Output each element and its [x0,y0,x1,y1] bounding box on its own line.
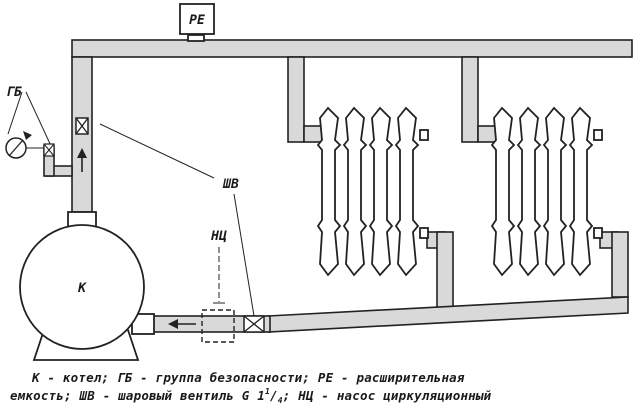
ball-valve-leader-return [233,193,255,317]
boiler-label: К [77,281,87,296]
supply-main-pipe [71,39,633,58]
up-flow-arrow-icon [77,148,87,172]
caption-fraction-denominator: 4 [278,396,283,404]
safety-valve-icon [43,143,55,157]
boiler-body [19,224,145,350]
safety-group-leader-valve [25,91,53,149]
radiator2-supply-drop [461,56,479,143]
flow-arrows [77,148,196,329]
supply-pipework [71,39,633,213]
radiator-1 [316,106,429,277]
pump-dashed-outline [201,309,235,343]
caption-fraction-numerator: 1 [265,387,270,396]
caption-fraction-slash: / [270,388,278,403]
ball-valve-leader-riser [99,123,215,179]
safety-group: ГБ [5,85,73,177]
ball-valve-riser-icon [75,117,89,135]
safety-group-leader-gauge [7,91,23,135]
radiator2-section-1 [490,106,516,277]
return-pipework [151,231,629,333]
caption-line-2-end: ; НЦ - насос циркуляционный [283,388,492,403]
radiator1-bottom-cap [419,227,429,239]
radiator1-top-cap [419,129,429,141]
pump-label: НЦ [210,229,227,244]
radiator1-return-drop [436,231,454,311]
radiator1-section-1 [316,106,342,277]
radiator-2 [490,106,603,277]
caption-line-1: К - котел; ГБ - группа безопасности; РЕ … [31,370,465,385]
radiator1-section-2 [342,106,368,277]
safety-group-label: ГБ [6,85,22,100]
expansion-tank: РЕ [179,3,215,42]
caption: К - котел; ГБ - группа безопасности; РЕ … [10,370,492,405]
ball-valve-label: ШВ [222,177,239,192]
radiator2-section-2 [516,106,542,277]
caption-line-2-start: емкость; ШВ - шаровый вентиль G 1 [10,388,265,403]
circulation-pump: НЦ [201,229,235,343]
boiler: К [19,211,155,361]
expansion-tank-neck [187,34,205,42]
radiator1-supply-drop [287,56,305,143]
expansion-tank-label: РЕ [189,13,205,28]
radiator2-return-drop [611,231,629,298]
radiator2-section-4 [568,106,594,277]
ball-valve-callout: ШВ [99,123,255,317]
radiator1-section-3 [368,106,394,277]
radiator1-section-4 [394,106,420,277]
radiator2-top-cap [593,129,603,141]
ball-valve-return-icon [243,315,265,333]
expansion-tank-body [179,3,215,35]
pressure-gauge-icon [5,137,27,159]
gauge-arrow-icon [23,131,32,140]
radiator2-section-3 [542,106,568,277]
left-flow-arrow-icon [168,319,196,329]
caption-line-2: емкость; ШВ - шаровый вентиль G 11/4; НЦ… [10,387,492,404]
radiator2-bottom-cap [593,227,603,239]
